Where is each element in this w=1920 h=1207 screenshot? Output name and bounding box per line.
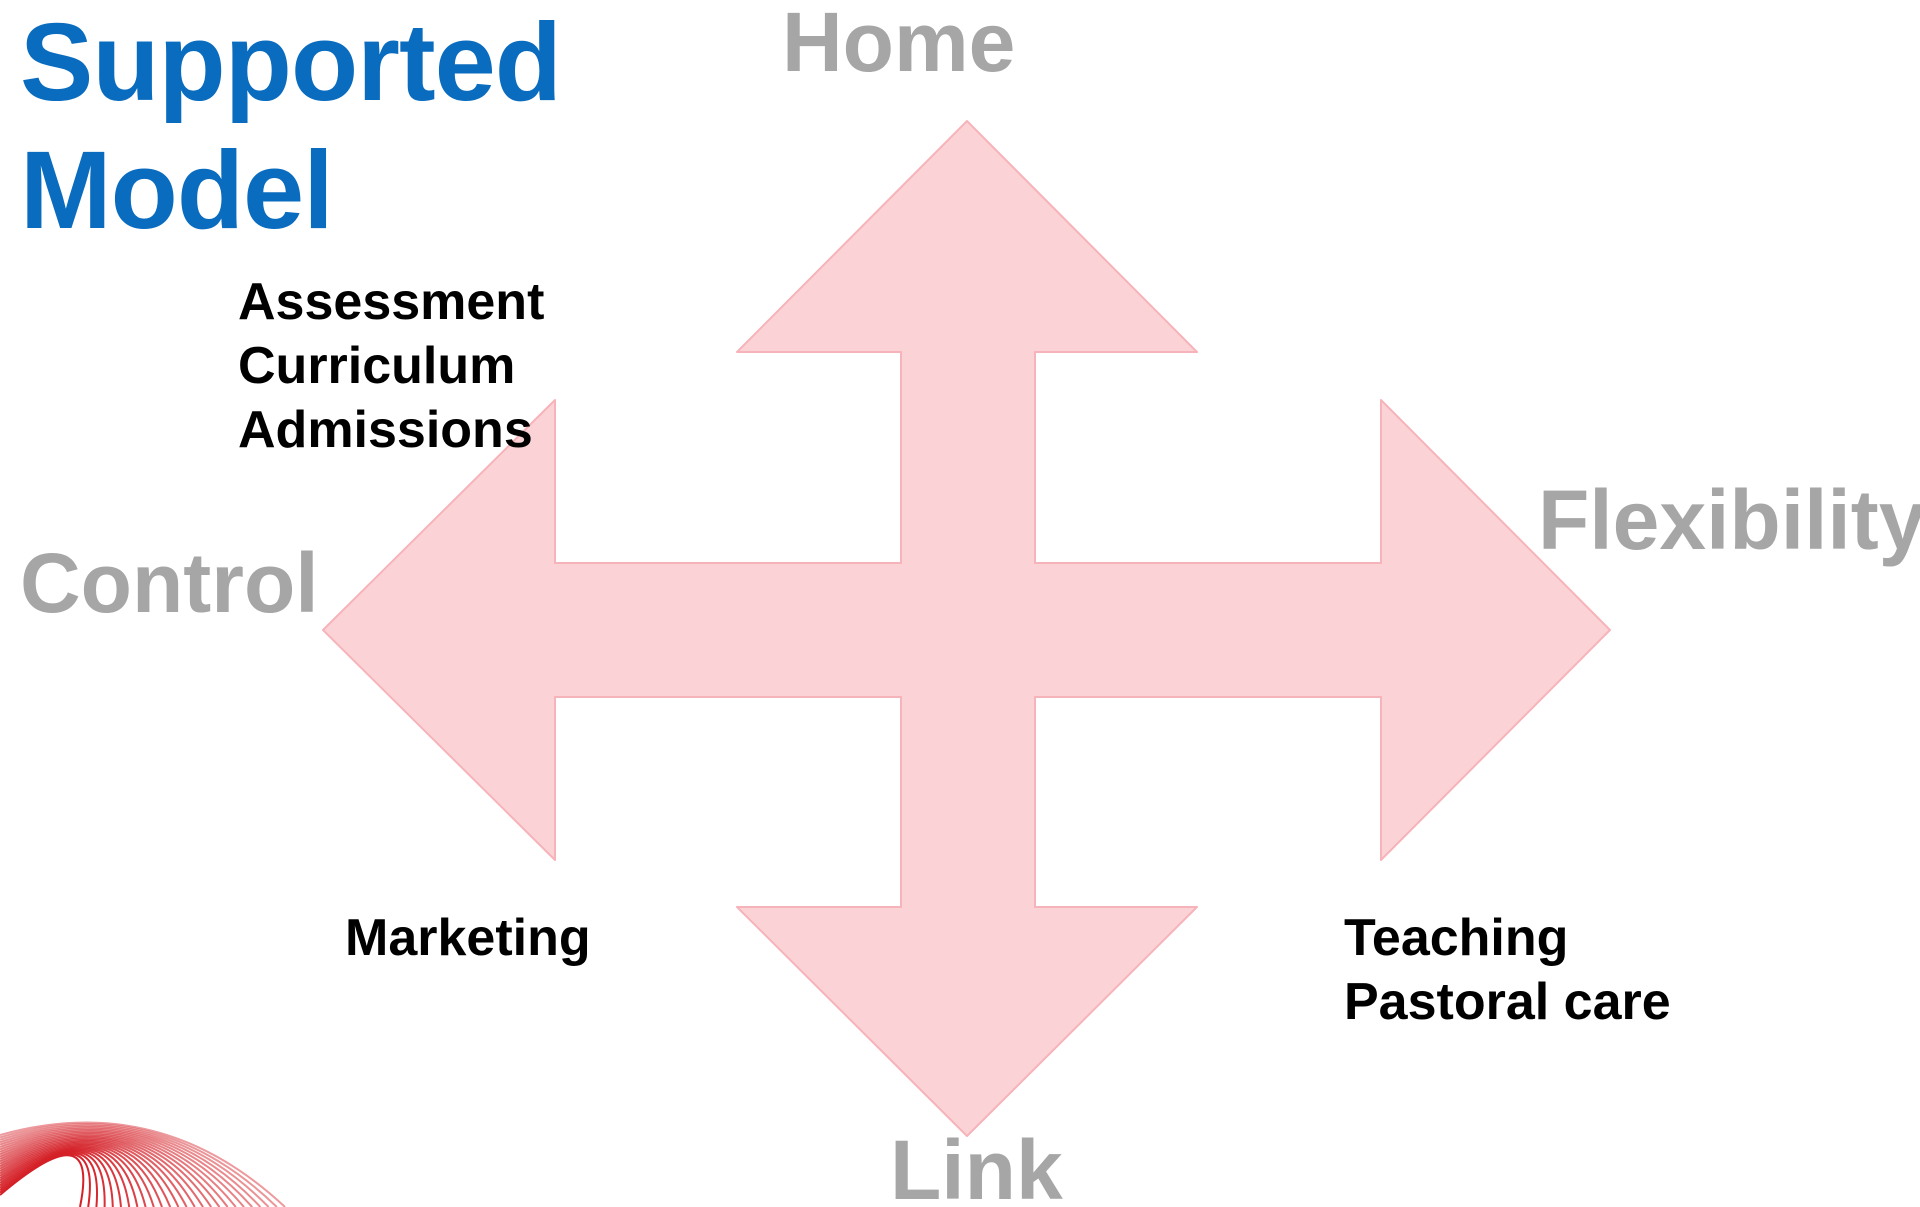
decor-line [0, 1132, 229, 1207]
top-left-quadrant-list: Assessment Curriculum Admissions [238, 270, 544, 462]
axis-label-control: Control [20, 536, 319, 630]
decor-line [0, 1127, 253, 1207]
list-item: Admissions [238, 401, 533, 459]
title-line-1: Supported [20, 1, 562, 124]
decor-line [0, 1147, 131, 1207]
decor-line [0, 1137, 196, 1207]
axis-label-link: Link [890, 1123, 1063, 1207]
decor-line [0, 1130, 237, 1207]
decor-line [0, 1151, 106, 1207]
list-item: Curriculum [238, 337, 516, 395]
decor-line [0, 1129, 245, 1207]
title-line-2: Model [20, 129, 334, 252]
decor-line [0, 1146, 139, 1207]
decor-line [0, 1141, 172, 1207]
axis-label-flexibility: Flexibility [1538, 473, 1920, 567]
list-item: Teaching [1344, 909, 1569, 967]
decor-line [0, 1136, 204, 1207]
bottom-right-quadrant-list: Teaching Pastoral care [1344, 906, 1671, 1034]
decor-line [0, 1126, 262, 1207]
four-way-arrow-icon [322, 120, 1611, 1137]
decor-line [0, 1148, 122, 1207]
decor-line [0, 1149, 114, 1207]
decor-line [0, 1124, 270, 1207]
list-item: Pastoral care [1344, 973, 1671, 1031]
list-item: Assessment [238, 273, 545, 331]
decor-line [0, 1154, 85, 1207]
decor-line [0, 1123, 278, 1207]
decor-line [0, 1140, 180, 1207]
decor-line [0, 1142, 163, 1207]
bottom-left-quadrant-list: Marketing [345, 906, 591, 970]
decor-line [0, 1121, 286, 1207]
red-swirl-decoration [0, 1121, 286, 1207]
decor-line [0, 1145, 147, 1207]
decor-line [0, 1134, 213, 1207]
decor-line [0, 1143, 155, 1207]
decor-line [0, 1153, 91, 1207]
list-item: Marketing [345, 909, 591, 967]
decor-line [0, 1133, 221, 1207]
decor-line [0, 1152, 99, 1207]
decor-line [0, 1138, 188, 1207]
axis-label-home: Home [782, 0, 1016, 89]
